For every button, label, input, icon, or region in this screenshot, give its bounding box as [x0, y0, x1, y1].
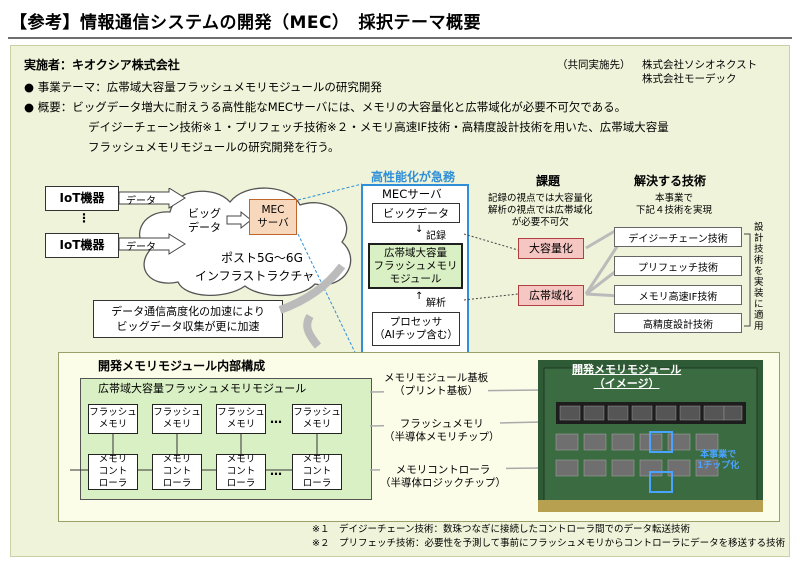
side-label: 設計技術を実装に適用 — [754, 222, 764, 332]
data-label-1: データ — [126, 196, 156, 207]
label-board: メモリモジュール基板（プリント基板） — [384, 372, 489, 398]
cloud-arrow-icon — [226, 210, 252, 230]
page-title: 【参考】情報通信システムの開発（MEC） 採択テーマ概要 — [10, 13, 481, 33]
title-underline — [8, 37, 792, 39]
mec-server-title: MECサーバ — [382, 187, 442, 201]
theme-bullet: ● 事業テーマ：広帯域大容量フラッシュメモリモジュールの研究開発 — [24, 80, 382, 94]
tech-prefetch: プリフェッチ技術 — [614, 256, 742, 276]
label-flash: フラッシュメモリ（半導体メモリチップ） — [384, 418, 500, 444]
tech-title: 解決する技術 — [634, 174, 707, 188]
mec-zoom-lines — [297, 183, 363, 368]
cell-connectors — [112, 434, 318, 454]
controller-daisy-chain — [70, 469, 292, 471]
data-label-2: データ — [126, 242, 156, 253]
record-label: 記録 — [426, 231, 446, 242]
iot-device-1: IoT機器 — [45, 186, 119, 211]
cloud-bigdata-label: ビッグデータ — [188, 207, 221, 234]
photo-title: 開発メモリモジュール（イメージ） — [572, 363, 682, 390]
footnote-2: ※２ プリフェッチ技術：必要性を予測して事前にフラッシュメモリからコントローラに… — [312, 538, 786, 549]
side-bracket — [744, 233, 751, 327]
flash-module-box: 広帯域大容量フラッシュメモリモジュール — [368, 243, 463, 289]
module-photo — [538, 360, 763, 512]
flash-cell: フラッシュメモリ — [292, 404, 342, 434]
implementer: 実施者：キオクシア株式会社 — [24, 58, 180, 72]
data-arrows — [119, 188, 186, 255]
footnote-1: ※１ デイジーチェーン技術：数珠つなぎに接続したコントローラ間でのデータ転送技術 — [312, 524, 690, 535]
overview-bullet: ● 概要：ビッグデータ増大に耐えうる高性能なMECサーバには、メモリの大容量化と… — [24, 100, 627, 114]
flash-cell: フラッシュメモリ — [216, 404, 266, 434]
overview-line-2: デイジーチェーン技術※１・プリフェッチ技術※２・メモリ高速IF技術・高精度設計技… — [88, 120, 669, 134]
label-controller: メモリコントローラ（半導体ロジックチップ） — [380, 464, 506, 490]
tech-memory-if: メモリ高速IF技術 — [614, 285, 742, 305]
module-board-title: 広帯域大容量フラッシュメモリモジュール — [98, 382, 307, 395]
tech-precision-design: 高精度設計技術 — [614, 313, 742, 333]
infra-label-1: ポスト5G～6G — [221, 251, 303, 265]
controller-cell: メモリコントローラ — [88, 454, 138, 490]
callout-curve-arrow — [278, 263, 346, 349]
iot-ellipsis: ⋮ — [78, 211, 90, 225]
structure-title: 開発メモリモジュール内部構成 — [98, 359, 266, 373]
controller-cell: メモリコントローラ — [292, 454, 342, 490]
analysis-label: 解析 — [426, 298, 446, 309]
issue-note: 記録の視点では大容量化解析の視点では広帯域化が必要不可欠 — [488, 193, 593, 228]
tech-daisy-chain: デイジーチェーン技術 — [614, 227, 742, 247]
issue-link-lines — [463, 233, 519, 301]
controller-ellipsis: … — [270, 464, 283, 478]
processor-box: プロセッサ（AIチップ含む） — [372, 312, 460, 346]
controller-cell: メモリコントローラ — [152, 454, 202, 490]
performance-label: 高性能化が急務 — [371, 170, 456, 184]
flash-cell: フラッシュメモリ — [152, 404, 202, 434]
controller-cell: メモリコントローラ — [216, 454, 266, 490]
tech-note: 本事業で下記４技術を実現 — [636, 193, 713, 216]
flash-ellipsis: … — [270, 412, 283, 426]
record-arrow: ↓ — [415, 224, 424, 235]
issue-capacity: 大容量化 — [518, 238, 584, 259]
iot-device-2: IoT機器 — [45, 233, 119, 258]
joint-label: （共同実施先） — [557, 59, 631, 71]
joint-company-2: 株式会社モーデック — [642, 73, 737, 85]
infra-label-2: インフラストラクチャ — [195, 269, 315, 283]
issue-bandwidth: 広帯域化 — [518, 285, 584, 306]
callout-box: データ通信高度化の加速によりビッグデータ収集が更に加速 — [93, 300, 283, 338]
overview-line-3: フラッシュメモリモジュールの研究開発を行う。 — [88, 140, 340, 154]
joint-company-1: 株式会社ソシオネクスト — [642, 59, 758, 71]
bigdata-box: ビックデータ — [372, 203, 460, 223]
analysis-arrow: ↑ — [415, 291, 424, 302]
flash-cell: フラッシュメモリ — [88, 404, 138, 434]
issue-title: 課題 — [536, 174, 561, 188]
